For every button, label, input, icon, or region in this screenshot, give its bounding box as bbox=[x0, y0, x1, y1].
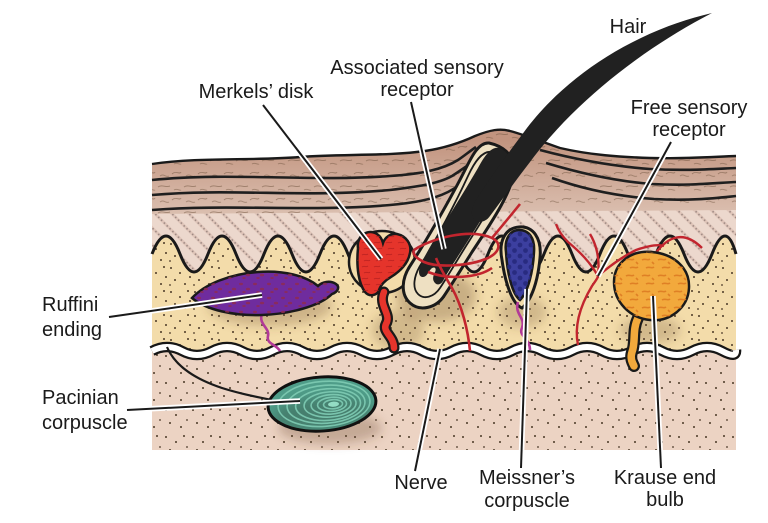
label-pacinian-line1: Pacinian bbox=[42, 387, 119, 409]
label-pacinian-line2: corpuscle bbox=[42, 412, 128, 434]
ruffini-ending-shape bbox=[190, 270, 340, 352]
pointer-line-free-receptor bbox=[597, 141, 672, 277]
label-ruffini-line1: Ruffini bbox=[42, 294, 98, 316]
label-ruffini-line2: ending bbox=[42, 319, 102, 341]
label-krause-line1: Krause end bbox=[614, 467, 716, 489]
stratum-corneum-layer bbox=[151, 128, 737, 218]
pointer-line-associated-receptor bbox=[410, 101, 445, 250]
pointer-line-ruffini bbox=[108, 294, 263, 318]
hair-shaft bbox=[471, 13, 712, 222]
associated-receptor-fiber bbox=[412, 203, 522, 352]
pointer-lines bbox=[108, 101, 674, 472]
krause-end-bulb-shape bbox=[612, 250, 691, 372]
label-meissner-line2: corpuscle bbox=[484, 490, 570, 512]
free-nerve-endings bbox=[554, 223, 703, 346]
label-meissner-line1: Meissner’s bbox=[479, 467, 575, 489]
label-associated-receptor-line2: receptor bbox=[380, 79, 454, 101]
labels: Hair Merkels’ disk Associated sensory re… bbox=[42, 16, 747, 512]
label-free-receptor-line1: Free sensory bbox=[631, 97, 748, 119]
label-associated-receptor-line1: Associated sensory bbox=[330, 57, 503, 79]
label-hair: Hair bbox=[610, 16, 647, 38]
pointer-line-pacinian bbox=[126, 400, 301, 411]
pointer-line-krause bbox=[652, 295, 662, 469]
meissner-corpuscle-shape bbox=[499, 225, 542, 351]
pointer-line-nerve bbox=[414, 348, 441, 472]
label-merkels-disk: Merkels’ disk bbox=[199, 81, 315, 103]
pointer-line-merkels-disk bbox=[262, 104, 382, 260]
pacinian-corpuscle-shape bbox=[266, 375, 378, 433]
label-free-receptor-line2: receptor bbox=[652, 119, 726, 141]
pointer-line-meissner bbox=[520, 288, 528, 469]
pacinian-nerve-fiber bbox=[165, 346, 273, 402]
label-krause-line2: bulb bbox=[646, 489, 684, 511]
label-nerve: Nerve bbox=[394, 472, 447, 494]
subcutaneous-layer bbox=[152, 350, 736, 450]
